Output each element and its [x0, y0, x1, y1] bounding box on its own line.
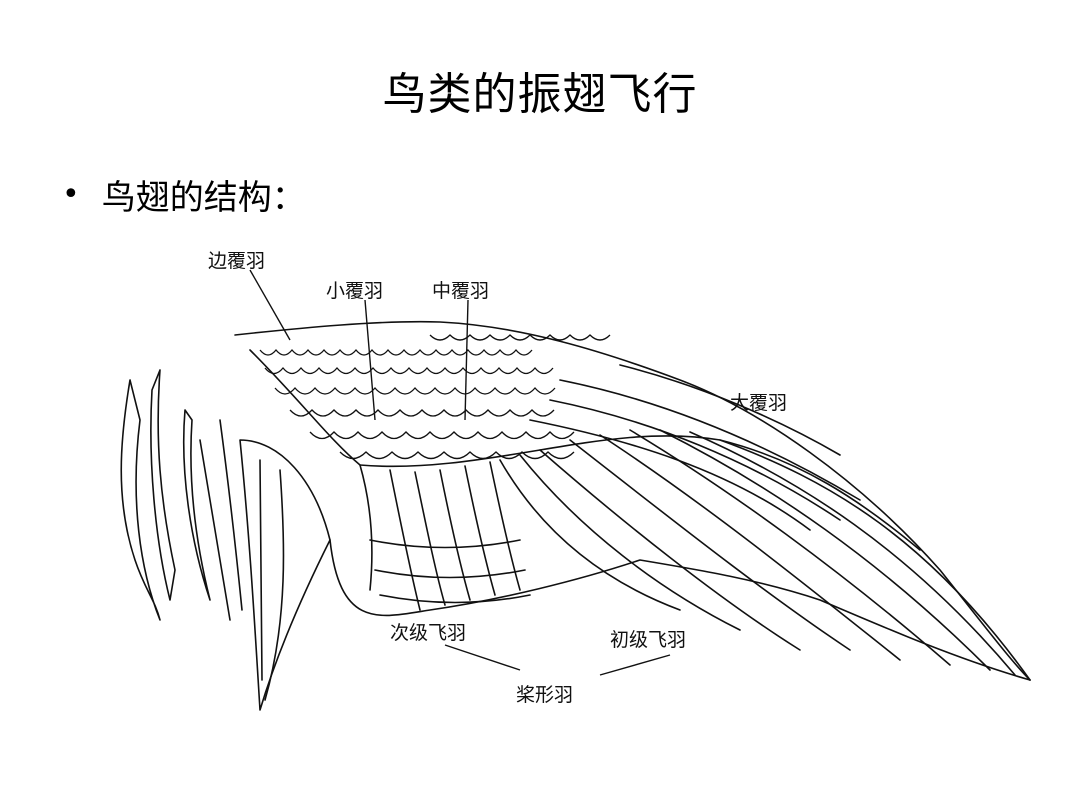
primary-feather	[689, 431, 1016, 676]
label-marginal-coverts: 边覆羽	[208, 250, 266, 272]
coverts-boundary	[359, 464, 373, 591]
bullet-item: • 鸟翅的结构：	[62, 170, 306, 219]
body-feather-outline	[219, 419, 243, 611]
primary-feather	[659, 429, 991, 671]
secondary-band	[379, 594, 531, 604]
body-feather-outline	[150, 369, 176, 601]
bullet-dot-icon: •	[62, 177, 80, 212]
primary-feather	[629, 429, 951, 666]
primary-feather	[499, 459, 681, 611]
leader-lesser	[364, 299, 376, 421]
greater-covert	[619, 364, 841, 456]
leader-primaries	[599, 654, 671, 676]
secondary-feather	[389, 469, 421, 611]
tail-outline	[259, 459, 263, 681]
secondary-band	[369, 539, 521, 549]
greater-covert	[559, 379, 861, 501]
label-flight-feathers: 桨形羽	[516, 684, 574, 706]
leader-secondaries	[444, 644, 521, 671]
leader-marginal	[249, 269, 291, 341]
primary-feather	[519, 454, 741, 631]
secondary-feather	[439, 469, 471, 601]
coverts-boundary	[249, 349, 921, 551]
label-primaries: 初级飞羽	[610, 629, 687, 651]
label-secondaries: 次级飞羽	[390, 622, 467, 644]
tail-outline	[239, 439, 331, 711]
body-feather-outline	[182, 409, 211, 601]
primary-feather	[599, 434, 901, 661]
leader-median	[464, 299, 469, 421]
label-lesser-coverts: 小覆羽	[326, 280, 384, 302]
wing-diagram: 边覆羽 小覆羽 中覆羽 大覆羽 次级飞羽 初级飞羽 桨形羽	[100, 240, 1040, 720]
tail-outline	[264, 469, 285, 701]
secondary-feather	[489, 461, 521, 591]
secondary-band	[374, 569, 526, 579]
wing-trailing-edge	[329, 539, 1031, 681]
primary-feather	[539, 449, 801, 651]
greater-covert	[529, 419, 811, 531]
slide-title: 鸟类的振翅飞行	[382, 69, 698, 120]
secondary-feather	[464, 465, 496, 596]
primary-feather	[719, 439, 1031, 681]
body-feather-outline	[120, 379, 161, 621]
wing-drawing	[120, 269, 1031, 711]
label-greater-coverts: 大覆羽	[730, 392, 788, 414]
greater-covert	[549, 399, 841, 521]
body-feather-outline	[199, 439, 231, 621]
primary-feather	[569, 439, 851, 651]
leader-lines	[249, 269, 671, 676]
lesser-coverts-scales	[259, 334, 611, 460]
secondary-feather	[414, 471, 446, 606]
label-median-coverts: 中覆羽	[432, 280, 490, 302]
bullet-text: 鸟翅的结构：	[101, 178, 306, 218]
